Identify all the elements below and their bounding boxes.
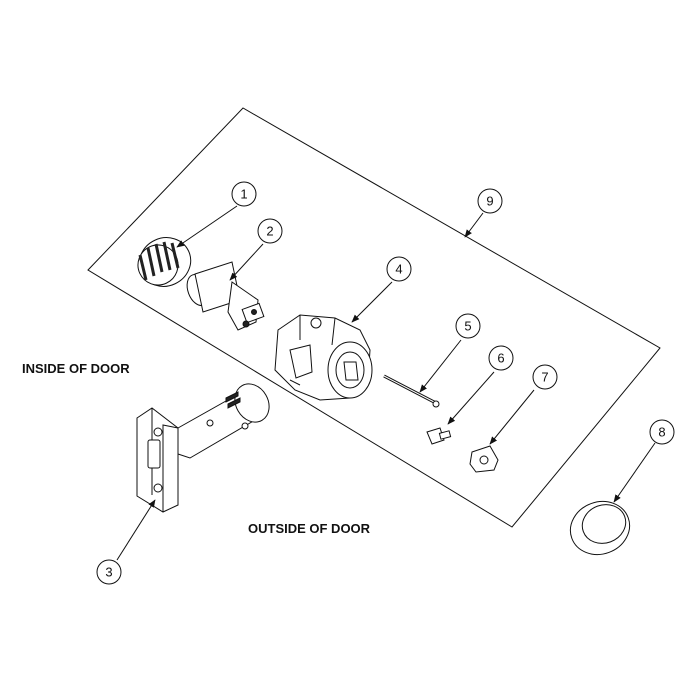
part-2-cylinder [186, 261, 265, 331]
callout-6: 6 [488, 345, 514, 371]
svg-text:4: 4 [395, 262, 402, 277]
leader-7 [489, 389, 535, 445]
callout-1: 1 [231, 181, 257, 207]
callout-9: 9 [477, 188, 503, 214]
leader-6 [447, 371, 495, 425]
leader-5 [419, 339, 462, 393]
callout-5: 5 [455, 313, 481, 339]
outside-of-door-label: OUTSIDE OF DOOR [248, 521, 371, 536]
callout-7: 7 [532, 364, 558, 390]
part-6-screw [426, 427, 452, 445]
svg-text:5: 5 [464, 319, 471, 334]
leader-2 [229, 243, 264, 281]
leader-3 [116, 499, 156, 561]
svg-text:8: 8 [658, 425, 665, 440]
svg-text:1: 1 [240, 187, 247, 202]
part-4-housing [274, 314, 373, 401]
part-7-clip [469, 445, 499, 473]
part-3-latch [136, 383, 270, 513]
part-1-ring [137, 237, 192, 287]
callout-4: 4 [386, 256, 412, 282]
svg-text:6: 6 [497, 351, 504, 366]
leader-1 [176, 205, 238, 248]
part-5-pin [383, 374, 440, 408]
part-8-cap [569, 501, 631, 555]
callout-2: 2 [257, 218, 283, 244]
leader-4 [351, 281, 393, 323]
inside-of-door-label: INSIDE OF DOOR [22, 361, 130, 376]
svg-text:3: 3 [105, 565, 112, 580]
svg-text:2: 2 [266, 224, 273, 239]
svg-text:9: 9 [486, 194, 493, 209]
leader-8 [613, 442, 656, 503]
callout-8: 8 [649, 419, 675, 445]
callout-3: 3 [96, 559, 122, 585]
leader-9 [464, 212, 484, 238]
svg-text:7: 7 [541, 370, 548, 385]
assembly-outline [87, 107, 661, 528]
